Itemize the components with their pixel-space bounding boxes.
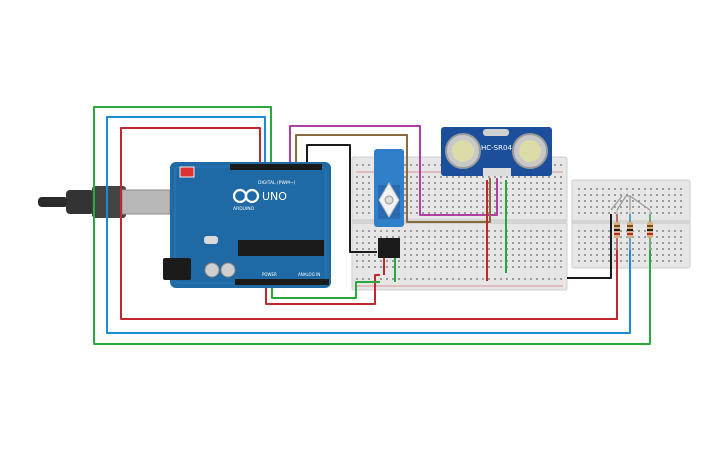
crystal [204,236,218,244]
sensor-label: HC-SR04 [481,144,512,152]
brown-wire [295,134,491,223]
wires [93,106,651,345]
microcontroller-chip [238,240,324,256]
analog-header-label: ANALOG IN [298,272,320,277]
arduino-infinity-logo [232,188,260,204]
resistor-1 [614,210,620,250]
sensor-crystal [483,129,509,136]
board-brand: ARDUINO [233,206,255,212]
board-model: UNO [262,190,287,203]
green-wire-gnd [271,281,380,299]
capacitor-2 [220,262,236,278]
digital-header-label: DIGITAL (PWM~) [258,180,296,186]
magenta-wire [289,125,498,216]
black-wire-ground [567,214,612,279]
ultrasonic-sensor: HC-SR04 [441,127,552,176]
blue-wire-loop [106,116,631,334]
red-wire-5v [265,274,380,305]
reset-button [179,166,195,178]
resistors [610,195,653,250]
power-analog-header [235,279,329,285]
capacitor-1 [204,262,220,278]
rgb-led [610,195,651,211]
arduino-uno-board: DIGITAL (PWM~) UNO ARDUINO POWER ANALOG … [163,162,331,288]
servo-motor [374,149,404,258]
black-wire-servo [306,144,377,253]
sensor-pins [483,168,511,176]
servo-connector [378,238,400,258]
red-wire-loop [120,127,618,320]
power-jack [163,258,191,280]
resistor-3 [647,210,653,250]
digital-header [230,164,322,170]
usb-cable [38,186,171,218]
green-wire-loop [93,106,651,345]
resistor-2 [627,210,633,250]
power-header-label: POWER [262,272,277,277]
